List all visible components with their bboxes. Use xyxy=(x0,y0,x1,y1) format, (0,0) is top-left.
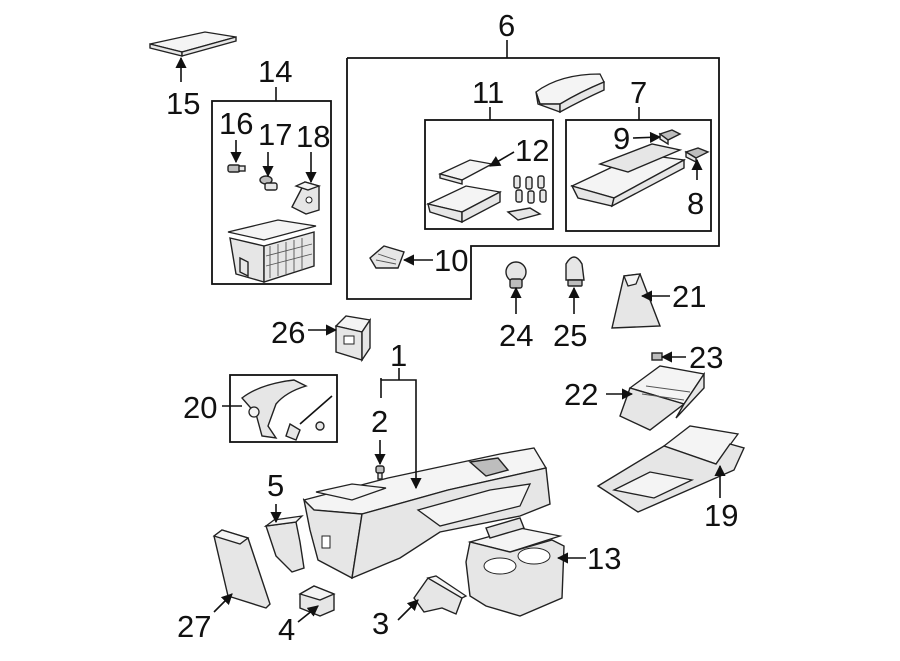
callout-labels: 1 2 3 4 5 6 7 8 9 10 11 12 13 14 15 16 1… xyxy=(166,8,738,647)
callout-27: 27 xyxy=(177,609,211,644)
part-24-shift-knob xyxy=(505,261,527,289)
part-13-cup-holder xyxy=(465,517,565,617)
part-17-clip xyxy=(259,175,278,191)
callout-1: 1 xyxy=(390,338,407,373)
part-16-screw xyxy=(227,164,246,173)
part-23-bulb xyxy=(651,352,663,361)
part-15-lid-liner xyxy=(149,31,237,57)
callout-15: 15 xyxy=(166,86,200,121)
callout-10: 10 xyxy=(434,243,468,278)
callout-13: 13 xyxy=(587,541,621,576)
callout-6: 6 xyxy=(498,8,515,43)
part-9-clip xyxy=(658,129,682,146)
callout-25: 25 xyxy=(553,318,587,353)
callout-11: 11 xyxy=(472,75,504,110)
callout-26: 26 xyxy=(271,315,305,350)
part-22-indicator-panel xyxy=(619,365,706,431)
part-5-bracket xyxy=(263,515,305,573)
group-box-20 xyxy=(229,374,338,443)
part-26-switch xyxy=(334,315,372,363)
part-20-brake-lever xyxy=(240,379,333,441)
callout-5: 5 xyxy=(267,468,284,503)
group-box-6 xyxy=(346,57,720,300)
callout-3: 3 xyxy=(372,606,389,641)
part-1-center-console xyxy=(302,447,551,580)
callout-23: 23 xyxy=(689,340,723,375)
callout-7: 7 xyxy=(630,75,647,110)
part-25-shift-knob xyxy=(565,256,585,287)
callout-19: 19 xyxy=(704,498,738,533)
part-11-clips xyxy=(506,175,547,221)
callout-17: 17 xyxy=(258,117,292,152)
group-box-11 xyxy=(424,119,554,230)
callout-18: 18 xyxy=(296,119,330,154)
part-6-armrest-lid xyxy=(535,73,605,114)
callout-24: 24 xyxy=(499,318,533,353)
part-19-front-trim xyxy=(596,425,745,513)
callout-8: 8 xyxy=(687,186,704,221)
part-11-tray xyxy=(426,185,502,224)
callout-21: 21 xyxy=(672,279,706,314)
callout-20: 20 xyxy=(183,390,217,425)
part-27-side-cover xyxy=(212,529,271,609)
part-18-bracket xyxy=(291,181,322,215)
callout-22: 22 xyxy=(564,377,598,412)
part-8-clip xyxy=(684,147,710,164)
part-21-shift-boot xyxy=(611,273,662,329)
part-7-tray xyxy=(570,143,687,208)
callout-4: 4 xyxy=(278,612,295,647)
part-2-screw xyxy=(375,465,385,480)
callout-9: 9 xyxy=(613,121,630,156)
part-4-bracket xyxy=(298,585,336,617)
part-10-pocket xyxy=(369,245,405,269)
leader-lines xyxy=(175,40,726,623)
callout-12: 12 xyxy=(515,133,549,168)
part-3-bracket xyxy=(413,575,468,615)
callout-14: 14 xyxy=(258,54,292,89)
part-12-mat xyxy=(438,159,494,185)
group-box-14 xyxy=(211,100,332,285)
callout-2: 2 xyxy=(371,404,388,439)
part-14-storage-bin xyxy=(227,219,317,283)
callout-16: 16 xyxy=(219,106,253,141)
